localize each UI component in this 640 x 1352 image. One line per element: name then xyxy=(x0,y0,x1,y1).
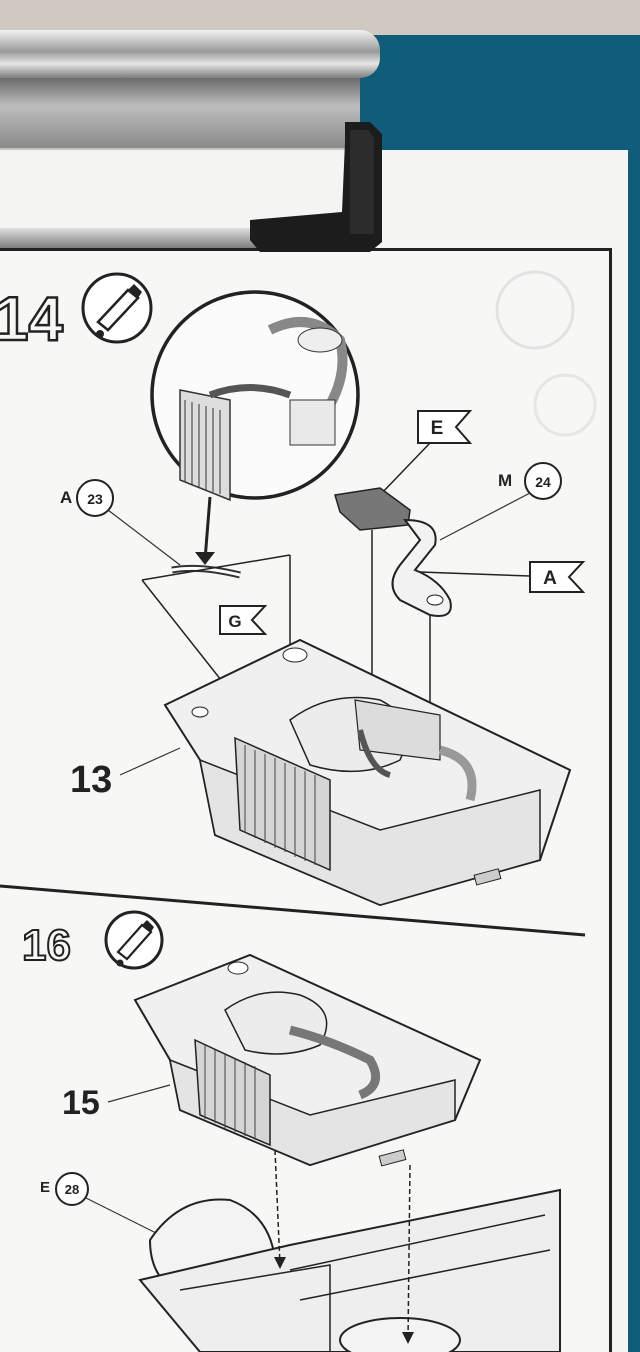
callout-M-letter: M xyxy=(498,471,512,490)
callout-M-number: 24 xyxy=(535,474,551,490)
callout-E-number: 28 xyxy=(65,1182,79,1197)
chassis xyxy=(138,1188,561,1352)
glue-tube-icon xyxy=(81,272,153,344)
engine-tray-13 xyxy=(163,638,572,907)
callout-G-flag: G xyxy=(228,612,241,631)
clip-handle xyxy=(250,122,382,252)
step-number-16: 16 xyxy=(22,921,71,970)
detail-inset xyxy=(150,290,360,502)
part-label-13: 13 xyxy=(70,759,112,801)
callout-A-flag: A xyxy=(543,568,557,589)
clip-lower-bar xyxy=(0,228,300,248)
callout-E-flag: E xyxy=(431,418,444,439)
part-label-15: 15 xyxy=(62,1084,100,1122)
step-number-14: 14 xyxy=(0,285,63,354)
callout-A-letter: A xyxy=(60,488,72,507)
clip-plate xyxy=(0,78,360,148)
callout-E-letter: E xyxy=(40,1179,50,1196)
glue-tube-icon xyxy=(104,910,164,970)
engine-tray-15 xyxy=(133,953,482,1167)
clip-bar xyxy=(0,30,380,78)
callout-A-number: 23 xyxy=(87,491,103,507)
